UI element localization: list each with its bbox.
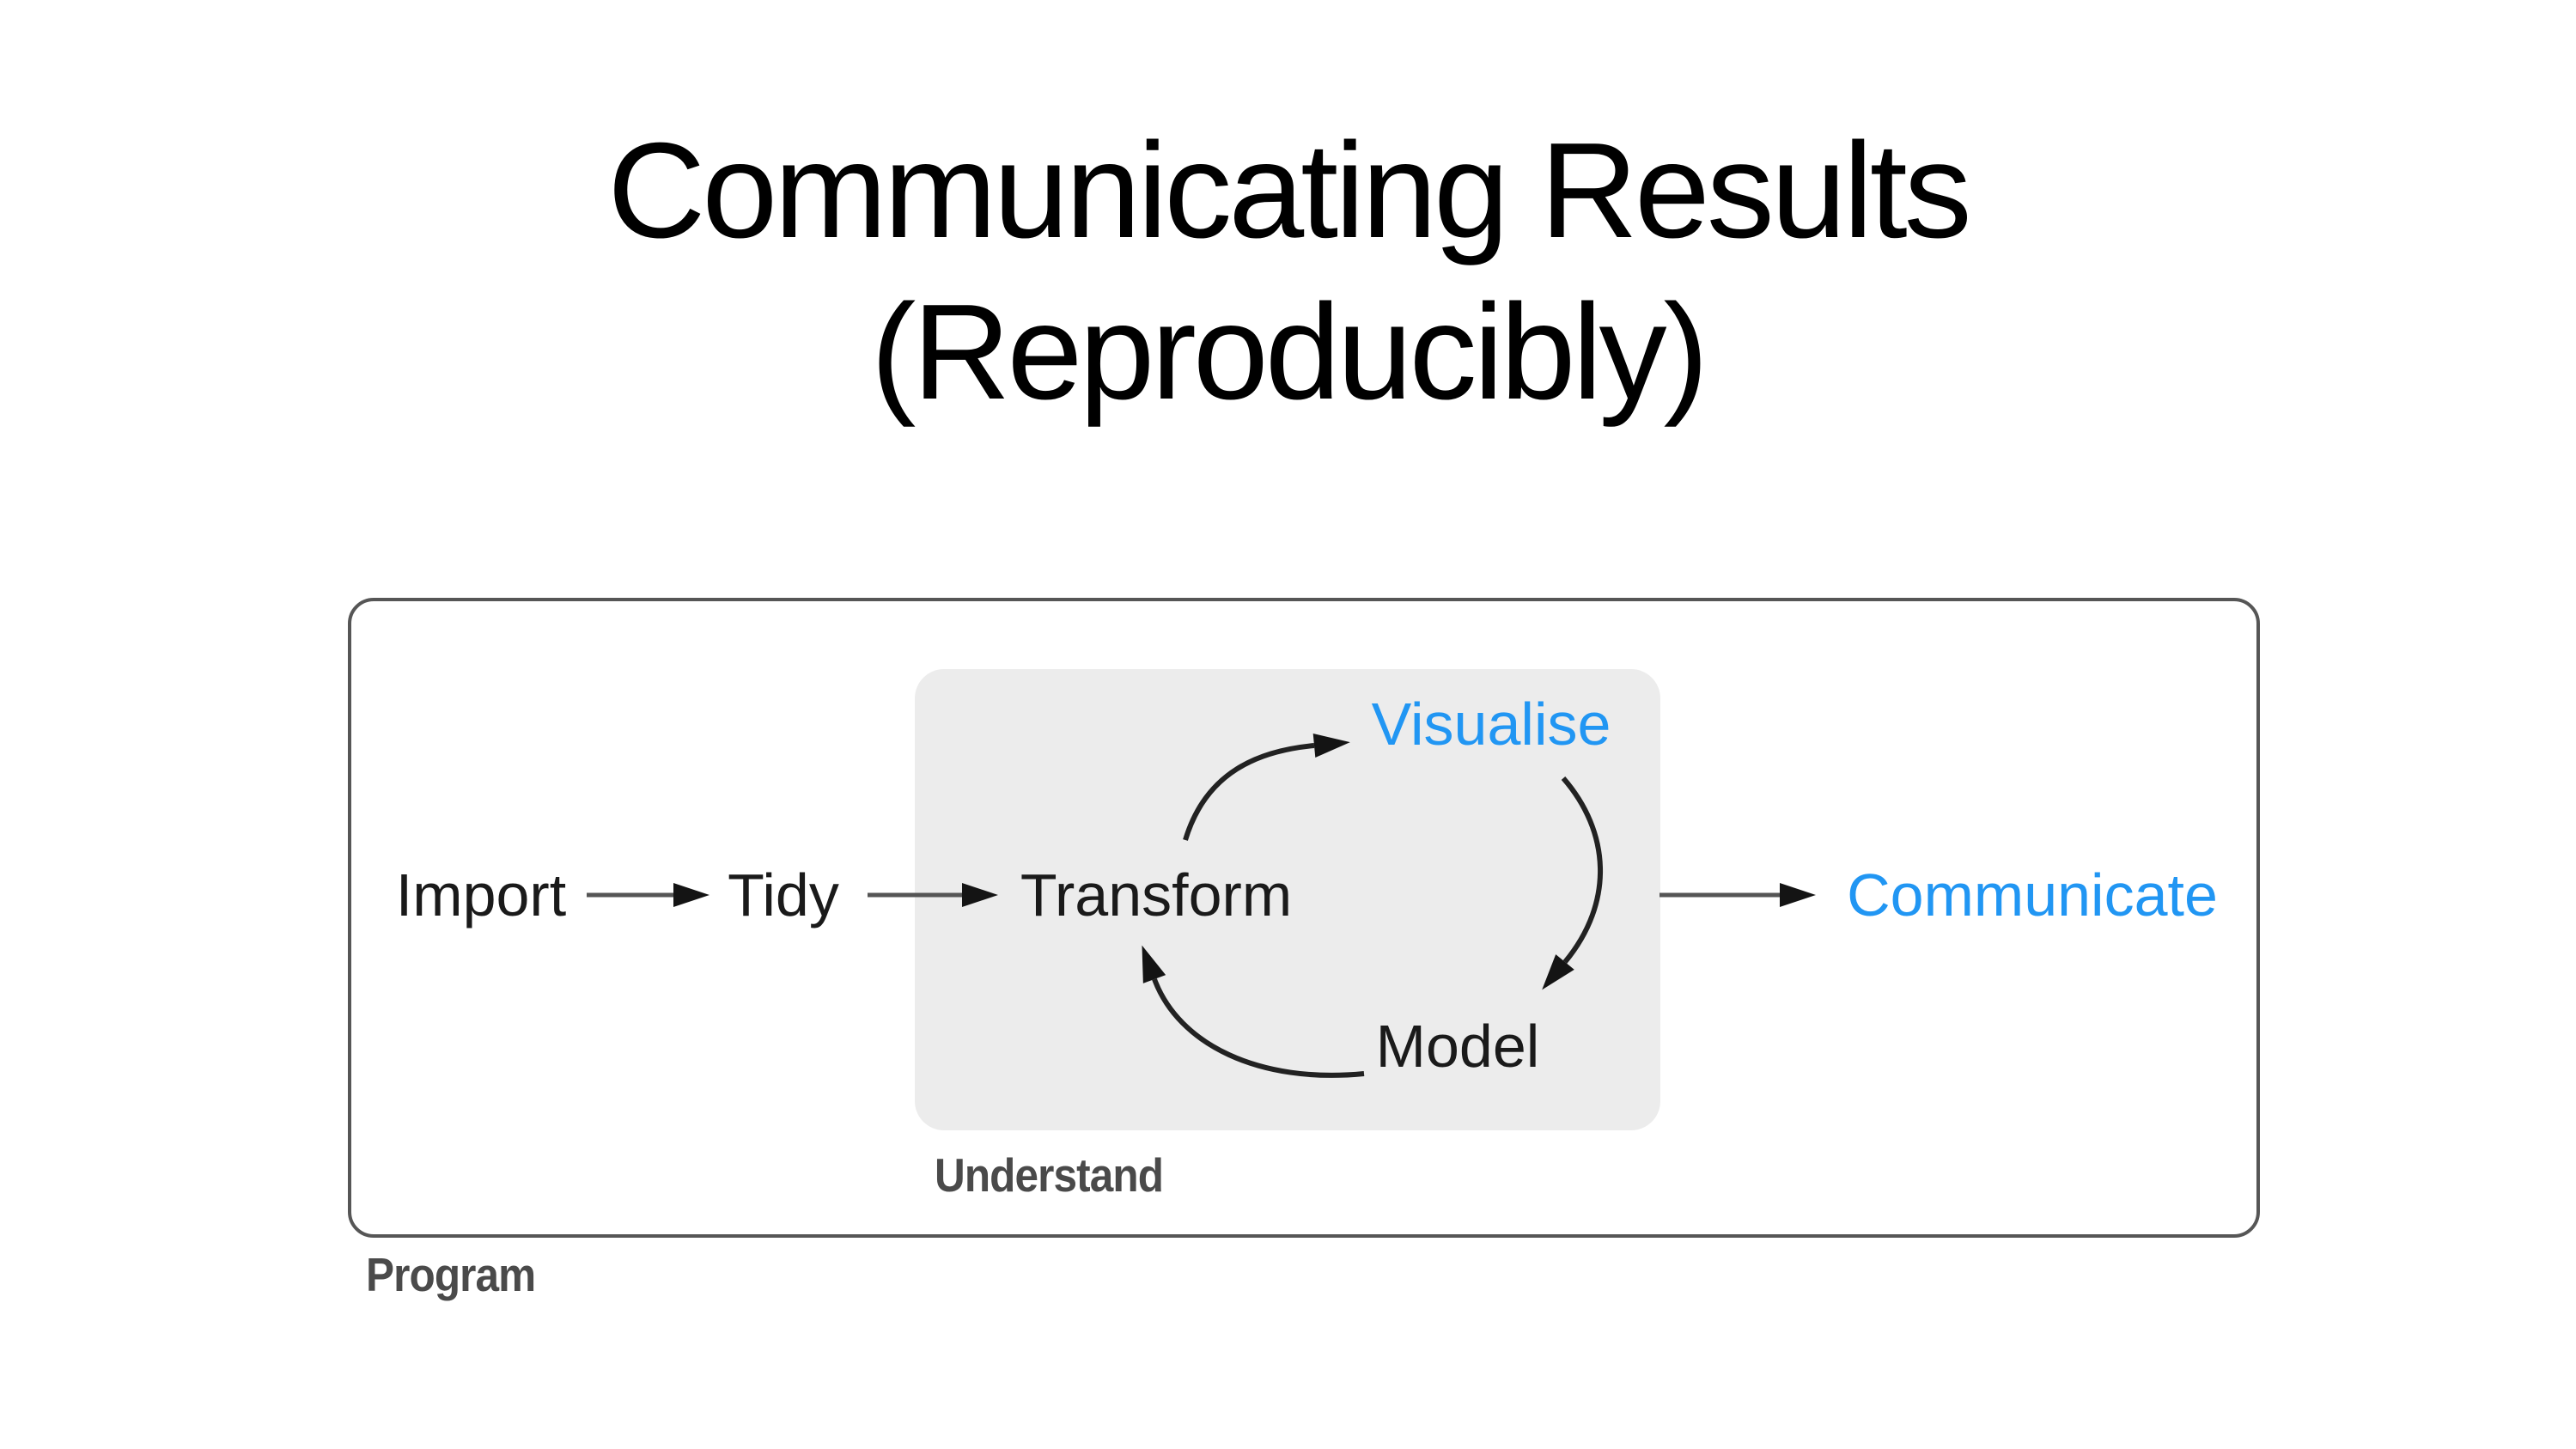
- program-group-label: Program: [366, 1248, 536, 1301]
- slide-title-line2: (Reproducibly): [870, 277, 1708, 428]
- node-model: Model: [1375, 1013, 1540, 1080]
- node-communicate: Communicate: [1847, 861, 2218, 928]
- node-tidy: Tidy: [728, 861, 839, 928]
- slide-title: Communicating Results (Reproducibly): [0, 110, 2576, 433]
- program-group-box: [348, 598, 2260, 1238]
- understand-group-label: Understand: [935, 1148, 1164, 1202]
- node-visualise: Visualise: [1371, 691, 1611, 758]
- node-import: Import: [395, 861, 567, 928]
- node-transform: Transform: [1020, 861, 1293, 928]
- slide-title-line1: Communicating Results: [607, 115, 1971, 266]
